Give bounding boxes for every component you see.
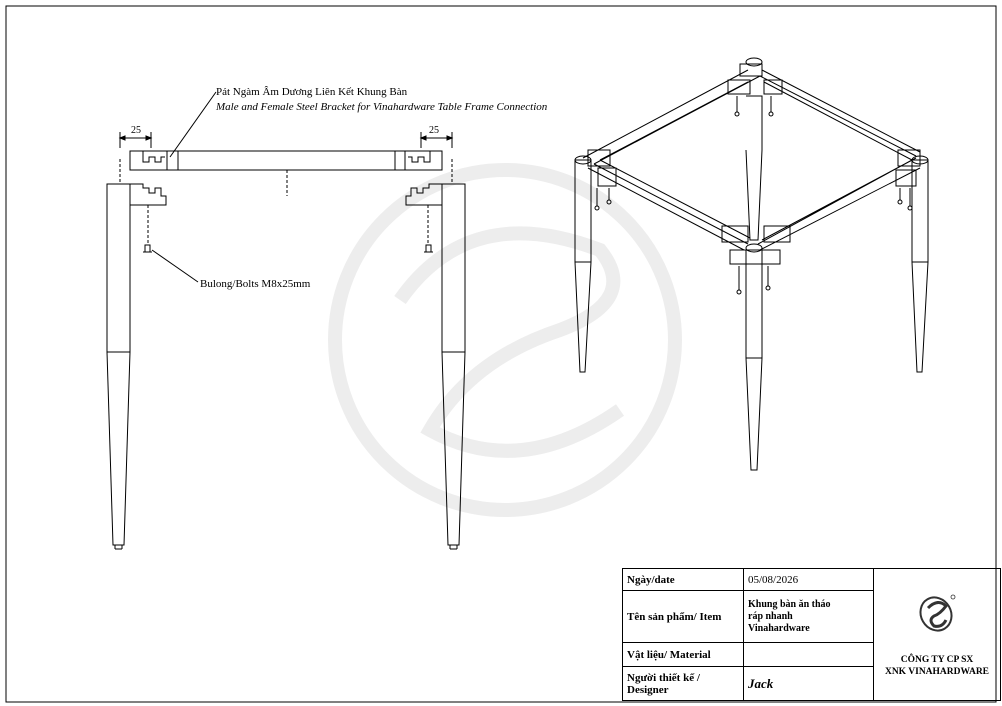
item-value-line-1: Khung bàn ăn tháo	[748, 598, 831, 610]
item-label: Tên sản phẩm/ Item	[622, 590, 744, 643]
left-leg-bracket	[129, 183, 167, 206]
left-rail-bracket	[142, 151, 165, 163]
item-value-line-2: ráp nhanh	[748, 610, 793, 622]
designer-value: Jack	[743, 666, 874, 701]
dimension-left: 25	[131, 125, 141, 136]
front-view	[106, 91, 466, 550]
designer-label-line-1: Người thiết kế /	[627, 671, 700, 684]
iso-bolts	[594, 96, 913, 295]
logo-icon	[919, 594, 956, 632]
sheet-border	[5, 5, 997, 703]
date-value: 05/08/2026	[743, 568, 874, 591]
company-line-1: CÔNG TY CP SX	[900, 654, 974, 665]
bolts-label: Bulong/Bolts M8x25mm	[200, 278, 311, 290]
date-label: Ngày/date	[622, 568, 744, 591]
right-rail-bracket	[408, 151, 431, 163]
material-label: Vật liệu/ Material	[622, 642, 744, 667]
watermark	[328, 163, 682, 517]
iso-leg-right	[911, 159, 929, 373]
left-leg	[106, 183, 131, 546]
right-leg-bracket	[405, 183, 443, 206]
designer-label: Người thiết kế / Designer	[622, 666, 744, 701]
iso-leg-front	[745, 249, 763, 471]
title-block: Ngày/date 05/08/2026 CÔNG TY CP SX XNK V…	[622, 568, 1001, 701]
logo-cell: CÔNG TY CP SX XNK VINAHARDWARE	[873, 568, 1001, 701]
designer-label-line-2: Designer	[627, 683, 669, 696]
item-value-line-3: Vinahardware	[748, 622, 810, 634]
material-value	[743, 642, 874, 667]
top-rail	[129, 150, 443, 171]
bracket-label-vi: Pát Ngàm Âm Dương Liên Kết Khung Bàn	[216, 86, 408, 98]
dimension-right: 25	[429, 125, 439, 136]
company-line-2: XNK VINAHARDWARE	[884, 666, 990, 677]
isometric-view	[574, 57, 929, 471]
bracket-label-en: Male and Female Steel Bracket for Vinaha…	[216, 101, 548, 113]
item-value: Khung bàn ăn tháo ráp nhanh Vinahardware	[743, 590, 874, 643]
iso-leg-back	[745, 95, 763, 241]
